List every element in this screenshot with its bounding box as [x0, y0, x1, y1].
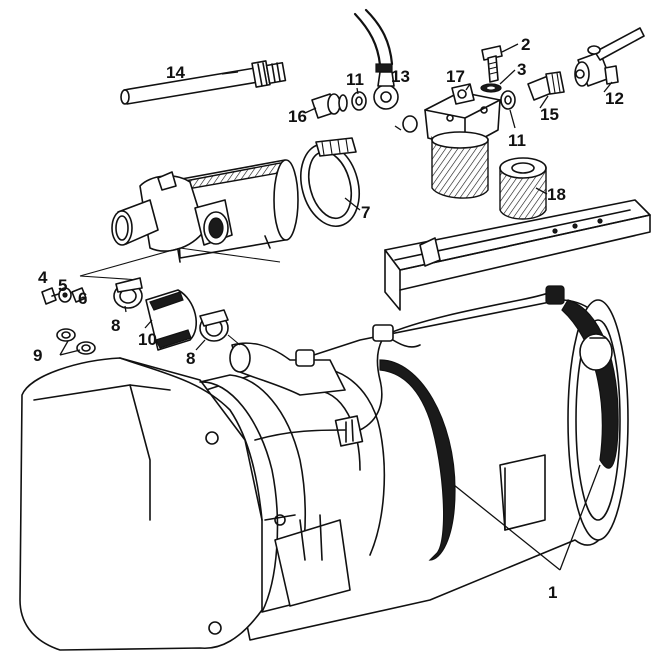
label-10: 10 — [138, 330, 157, 349]
intake-silencer — [79, 159, 299, 281]
callout-labels: 1 2 3 4 5 6 7 8 8 9 10 11 11 12 13 14 15… — [33, 35, 624, 602]
label-2: 2 — [521, 35, 530, 54]
fuel-tap-12 — [574, 27, 645, 87]
label-8b: 8 — [186, 349, 195, 368]
label-18: 18 — [547, 185, 566, 204]
washer-13-small — [394, 115, 418, 133]
label-16: 16 — [288, 107, 307, 126]
label-4: 4 — [38, 268, 48, 287]
label-7: 7 — [361, 203, 370, 222]
union-15 — [527, 71, 565, 101]
hose-10 — [145, 289, 198, 351]
label-15: 15 — [540, 105, 559, 124]
hose-clamp-8a — [113, 277, 143, 309]
assembly-guide-line — [227, 334, 241, 346]
nut-6 — [71, 287, 87, 303]
label-11a: 11 — [346, 70, 364, 89]
clip-9a — [56, 328, 76, 342]
label-3: 3 — [517, 60, 526, 79]
leader-lines — [59, 43, 613, 571]
label-12: 12 — [605, 89, 624, 108]
label-9: 9 — [33, 346, 42, 365]
label-8a: 8 — [111, 316, 120, 335]
washer-3 — [480, 83, 502, 93]
washer-11a — [351, 91, 367, 111]
bolt-2 — [481, 45, 503, 83]
label-17: 17 — [446, 67, 465, 86]
label-1: 1 — [548, 583, 557, 602]
clip-9b — [76, 341, 96, 355]
hose-clamp-7 — [300, 137, 360, 228]
label-13: 13 — [391, 67, 410, 86]
hose-clamp-8b — [199, 309, 229, 342]
washer-11b — [500, 90, 516, 110]
plug-16 — [311, 93, 348, 119]
heater-body — [19, 285, 629, 651]
screw-4 — [41, 287, 63, 305]
fuel-filter-17 — [424, 83, 501, 199]
label-6: 6 — [78, 289, 87, 308]
filter-element-18 — [499, 157, 547, 220]
label-5: 5 — [58, 276, 67, 295]
washer-5 — [58, 287, 72, 303]
mounting-rail — [384, 199, 651, 311]
pipe-14 — [120, 60, 287, 105]
label-14: 14 — [166, 63, 185, 82]
label-11b: 11 — [508, 131, 526, 150]
fuel-hose-13 — [353, 8, 399, 110]
